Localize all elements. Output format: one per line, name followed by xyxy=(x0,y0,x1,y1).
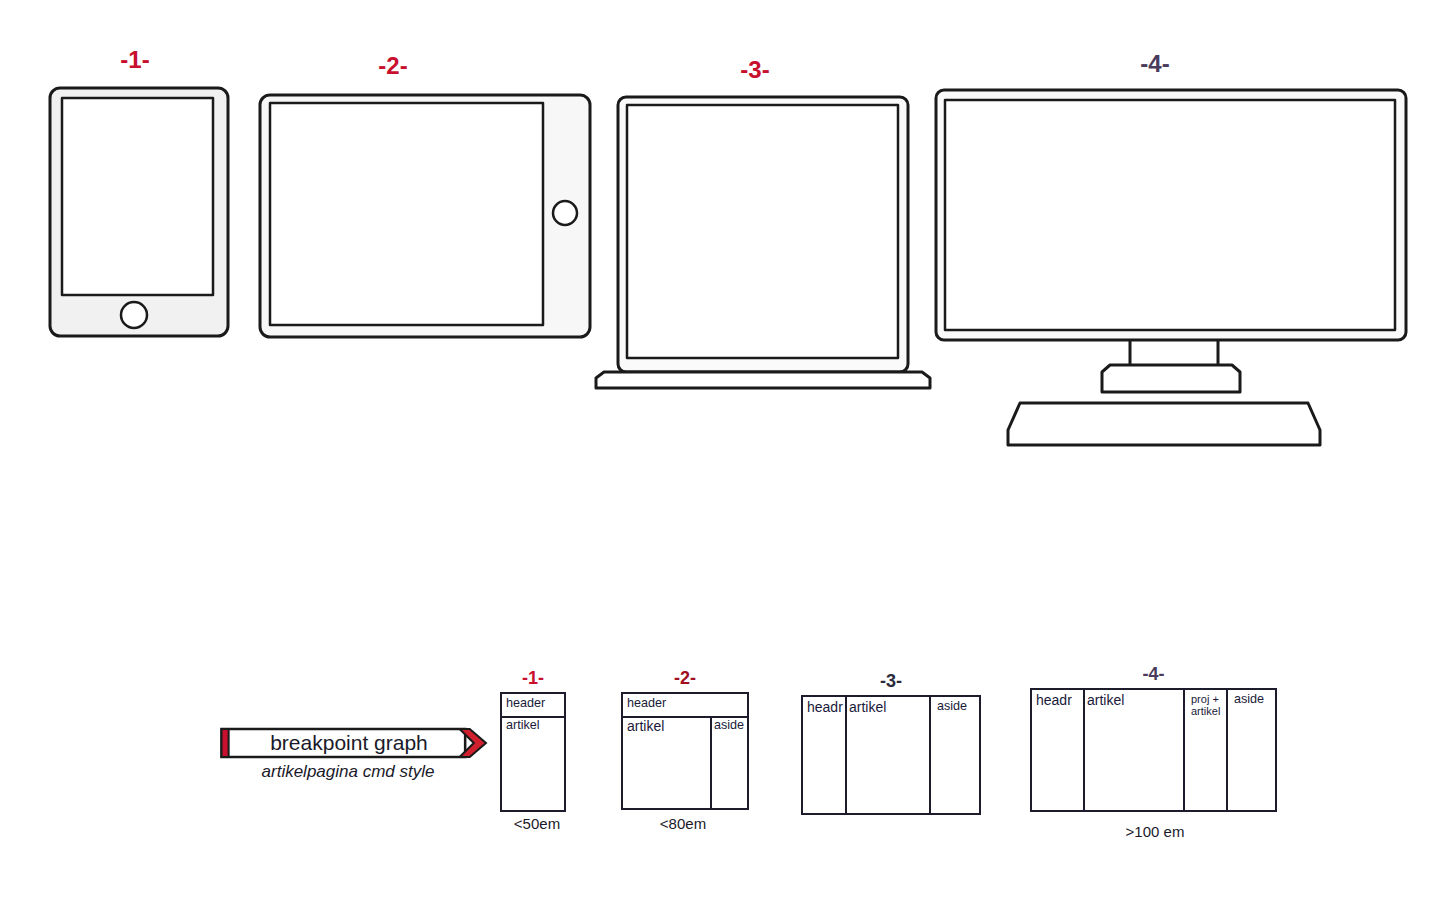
layout-region: artikel xyxy=(845,697,931,813)
region-label: aside xyxy=(933,697,979,714)
device-number: -3- xyxy=(740,56,769,84)
device-number: -2- xyxy=(378,52,407,80)
region-label: header xyxy=(623,694,747,711)
layout-wireframe: -1-headerartikel xyxy=(500,692,566,812)
device-number: -4- xyxy=(1140,50,1169,78)
layout-region: header xyxy=(623,694,747,718)
monitor-body xyxy=(936,90,1406,340)
region-label: artikel xyxy=(502,716,564,733)
home-button xyxy=(553,201,577,225)
region-label: aside xyxy=(710,716,747,733)
breakpoint-width: <50em xyxy=(514,815,560,832)
layout-region: artikel xyxy=(1083,690,1185,810)
subtitle-note: artikelpagina cmd style xyxy=(262,762,435,782)
phone-body xyxy=(50,88,228,336)
layout-region: aside xyxy=(933,697,979,813)
layout-region: artikel xyxy=(502,716,564,810)
region-label: headr xyxy=(803,697,845,715)
phone-screen xyxy=(62,98,213,295)
region-label: artikel xyxy=(623,716,710,734)
wireframe-number: -4- xyxy=(1032,664,1275,685)
laptop-screen xyxy=(627,105,898,358)
layout-region: aside xyxy=(710,716,747,808)
region-label: artikel xyxy=(845,697,929,715)
layout-region: proj + artikel xyxy=(1187,690,1228,810)
home-button xyxy=(121,302,147,328)
layout-region: aside xyxy=(1230,690,1275,810)
region-label: headr xyxy=(1032,690,1083,708)
layout-region: artikel xyxy=(623,716,712,808)
tablet-screen xyxy=(270,103,543,325)
layout-wireframe: -4-headrartikelproj + artikelaside xyxy=(1030,688,1277,812)
banner-title: breakpoint graph xyxy=(220,726,488,760)
breakpoint-width: <80em xyxy=(660,815,706,832)
monitor-stand xyxy=(1130,340,1218,365)
layout-region: headr xyxy=(1032,690,1085,810)
breakpoint-width: >100 em xyxy=(1126,823,1185,840)
region-label: header xyxy=(502,694,564,711)
tablet-body xyxy=(260,95,590,337)
monitor-screen xyxy=(945,100,1395,330)
keyboard xyxy=(1008,403,1320,445)
laptop-base xyxy=(596,372,930,388)
region-label: artikel xyxy=(1083,690,1183,708)
wireframe-number: -3- xyxy=(803,671,979,692)
breakpoint-banner: breakpoint graph xyxy=(220,726,488,760)
laptop-lid xyxy=(618,97,908,372)
monitor-foot xyxy=(1102,365,1240,392)
layout-wireframe: -2-headerartikelaside xyxy=(621,692,749,810)
wireframe-number: -1- xyxy=(502,668,564,689)
layout-wireframe: -3-headrartikelaside xyxy=(801,695,981,815)
layout-region: headr xyxy=(803,697,847,813)
layout-region: header xyxy=(502,694,564,718)
region-label: aside xyxy=(1230,690,1275,707)
region-label: proj + artikel xyxy=(1187,690,1226,717)
device-number: -1- xyxy=(120,46,149,74)
wireframe-number: -2- xyxy=(623,668,747,689)
